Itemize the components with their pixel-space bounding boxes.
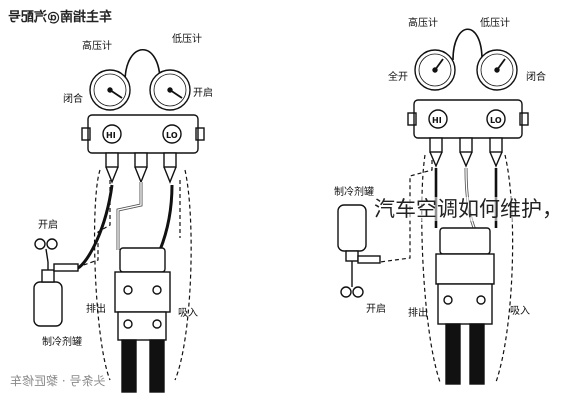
right-closed-label: 闭合	[526, 70, 546, 83]
right-low-gauge	[476, 49, 518, 91]
left-discharge-label: 排出	[86, 302, 106, 315]
left-open-valve-label: 开启	[193, 86, 213, 99]
right-fully-open-label: 全开	[388, 70, 408, 83]
left-closed-label: 闭合	[63, 92, 83, 105]
left-compressor	[114, 247, 171, 393]
bottom-watermark-text: 头条号 · 黎匠修车	[10, 374, 106, 388]
right-top-hose	[452, 28, 483, 61]
right-discharge-label: 排出	[408, 306, 428, 319]
left-hi-label: HI	[106, 131, 116, 140]
left-open-gauge	[149, 69, 191, 111]
right-open-label: 开启	[366, 302, 386, 315]
top-watermark-text: 车主指南@汽配号	[8, 10, 113, 25]
left-lo-label: LO	[166, 131, 178, 140]
left-closed-gauge	[89, 69, 131, 111]
right-compressor	[435, 227, 495, 385]
bottom-watermark: 头条号 · 黎匠修车	[10, 372, 105, 389]
left-open-bottle-label: 开启	[38, 218, 58, 231]
left-top-hose	[124, 48, 161, 83]
right-high-gauge	[414, 49, 456, 91]
overlay-title: 汽车空调如何维护，	[372, 197, 565, 221]
left-high-gauge-label: 高压计	[82, 39, 112, 52]
right-refrigerant-can	[337, 204, 381, 272]
right-tap-valve	[340, 272, 364, 298]
left-diagram	[33, 48, 205, 393]
top-watermark: 车主指南@汽配号	[8, 6, 112, 25]
right-high-gauge-label: 高压计	[408, 16, 438, 29]
left-low-gauge-label: 低压计	[172, 32, 202, 45]
left-refrigerant-bottle	[33, 262, 79, 327]
right-hi-label: HI	[432, 116, 442, 125]
left-refrigerant-label: 制冷剂罐	[42, 335, 82, 348]
right-refrigerant-label: 制冷剂罐	[334, 185, 374, 198]
right-low-gauge-label: 低压计	[480, 16, 510, 29]
left-suction-label: 吸入	[178, 308, 198, 319]
right-manifold-body	[413, 99, 523, 139]
right-diagram	[337, 28, 529, 385]
right-suction-label: 吸入	[510, 306, 530, 317]
left-tap-valve	[34, 238, 58, 263]
right-lo-label: LO	[490, 116, 502, 125]
